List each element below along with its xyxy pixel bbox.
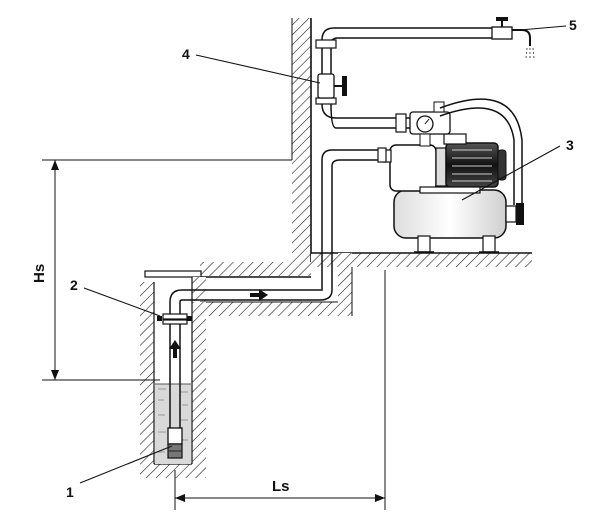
leader-lines [79, 25, 567, 484]
label-3: 3 [566, 137, 574, 153]
hs-dimension [42, 159, 292, 381]
label-1: 1 [66, 484, 74, 500]
check-valve-flange [157, 313, 192, 325]
pump-unit [382, 133, 507, 194]
foot-valve [167, 427, 183, 459]
label-4: 4 [182, 46, 190, 62]
pressure-tank [393, 189, 524, 253]
water-tap [491, 17, 535, 60]
label-5: 5 [569, 17, 577, 33]
delivery-pipe [321, 27, 492, 129]
pressure-switch [409, 101, 451, 147]
flow-arrow-right [250, 289, 268, 301]
pipe-union [315, 39, 407, 163]
ground-section [200, 252, 532, 316]
ls-dimension [174, 270, 386, 510]
building-wall [291, 18, 312, 262]
flow-arrow-up [169, 340, 181, 358]
gate-valve [317, 73, 347, 99]
label-hs: Hs [31, 264, 48, 283]
label-ls: Ls [272, 478, 290, 495]
label-2: 2 [70, 277, 78, 293]
flexible-hose [439, 98, 523, 205]
